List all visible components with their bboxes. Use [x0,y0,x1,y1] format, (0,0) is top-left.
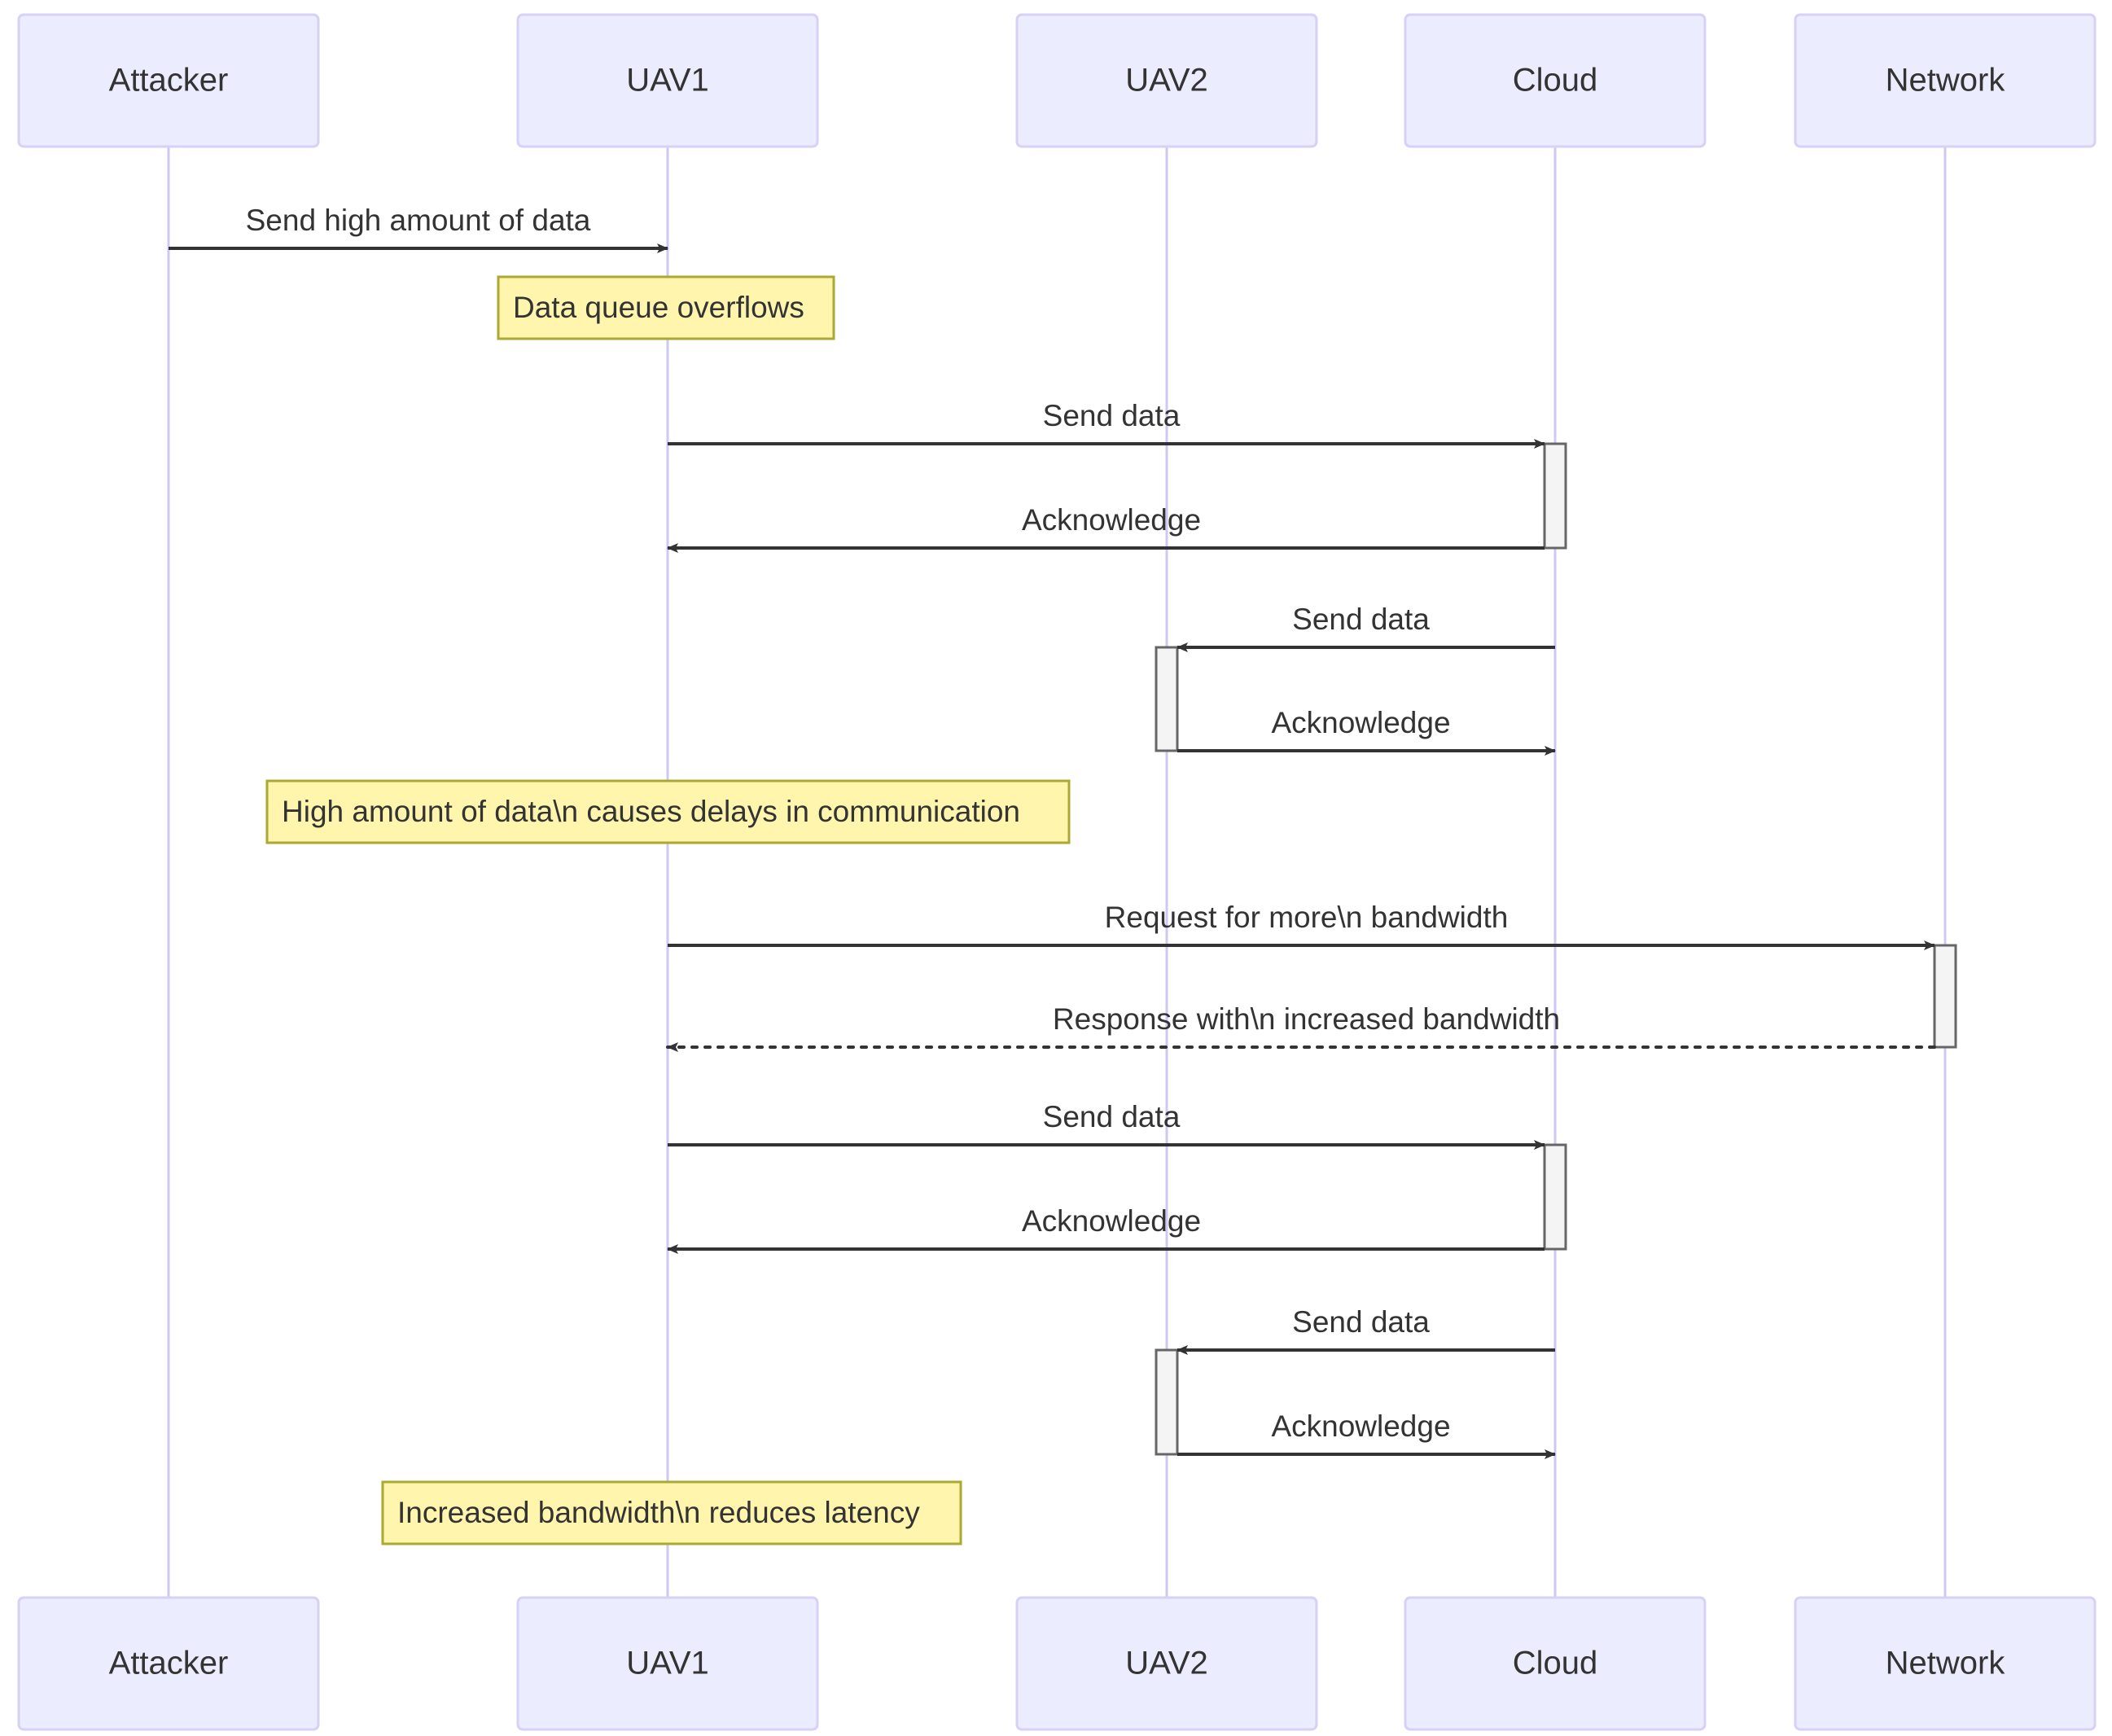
participant-bottom-rect-network [1794,1596,2097,1731]
participant-bottom-cloud[interactable]: Cloud [1404,1596,1707,1731]
participant-bottom-label-uav2: UAV2 [1125,1646,1208,1681]
message-label-m8: Send data [1043,1100,1181,1133]
participant-top-network[interactable]: Network [1794,13,2097,148]
activations-group [1155,442,1957,1456]
participant-bottom-label-attacker: Attacker [109,1646,229,1681]
activation-bar-cloud [1543,1143,1567,1251]
lifelines-group [167,147,1947,1598]
message-label-m2: Send data [1043,399,1181,432]
message-label-m4: Send data [1292,603,1430,636]
top-participant-boxes-group: Attacker UAV1 UAV2 Cloud Network [17,13,2097,148]
participant-top-rect-network [1794,13,2097,148]
participant-bottom-rect-uav2 [1015,1596,1318,1731]
participant-top-rect-uav2 [1015,13,1318,148]
note-label-n1: Data queue overflows [513,291,804,324]
note-box-n3 [381,1480,962,1545]
activation-bar-uav2 [1155,1348,1179,1456]
message-label-m7: Response with\n increased bandwidth [1053,1002,1560,1036]
participant-top-cloud[interactable]: Cloud [1404,13,1707,148]
participant-top-rect-uav1 [516,13,819,148]
message-label-m10: Send data [1292,1305,1430,1339]
participant-top-uav1[interactable]: UAV1 [516,13,819,148]
participant-top-attacker[interactable]: Attacker [17,13,320,148]
participant-top-label-attacker: Attacker [109,63,229,99]
message-label-m5: Acknowledge [1271,706,1450,739]
participant-bottom-rect-uav1 [516,1596,819,1731]
activation-bar-cloud [1543,442,1567,550]
participant-top-uav2[interactable]: UAV2 [1015,13,1318,148]
activation-bar-uav2 [1155,646,1179,752]
participant-top-label-network: Network [1886,63,2006,99]
note-box-n1 [497,275,835,340]
participant-bottom-rect-attacker [17,1596,320,1731]
participant-top-label-uav2: UAV2 [1125,63,1208,99]
note-box-n2 [265,779,1071,844]
participant-top-rect-cloud [1404,13,1707,148]
participant-bottom-uav2[interactable]: UAV2 [1015,1596,1318,1731]
note-label-n3: Increased bandwidth\n reduces latency [397,1496,920,1529]
participant-bottom-uav1[interactable]: UAV1 [516,1596,819,1731]
participant-bottom-network[interactable]: Network [1794,1596,2097,1731]
message-label-m9: Acknowledge [1022,1204,1201,1238]
message-label-m6: Request for more\n bandwidth [1105,901,1509,934]
participant-top-label-uav1: UAV1 [626,63,709,99]
activation-bar-network [1933,944,1957,1049]
participant-bottom-label-cloud: Cloud [1513,1646,1598,1681]
participant-top-rect-attacker [17,13,320,148]
note-label-n2: High amount of data\n causes delays in c… [282,795,1020,828]
message-label-m1: Send high amount of data [246,204,591,237]
participant-bottom-rect-cloud [1404,1596,1707,1731]
participant-bottom-attacker[interactable]: Attacker [17,1596,320,1731]
message-label-m3: Acknowledge [1022,503,1201,537]
bottom-participant-boxes-group: Attacker UAV1 UAV2 Cloud Network [17,1596,2097,1731]
participant-top-label-cloud: Cloud [1513,63,1598,99]
participant-bottom-label-uav1: UAV1 [626,1646,709,1681]
participant-bottom-label-network: Network [1886,1646,2006,1681]
message-label-m11: Acknowledge [1271,1409,1450,1443]
